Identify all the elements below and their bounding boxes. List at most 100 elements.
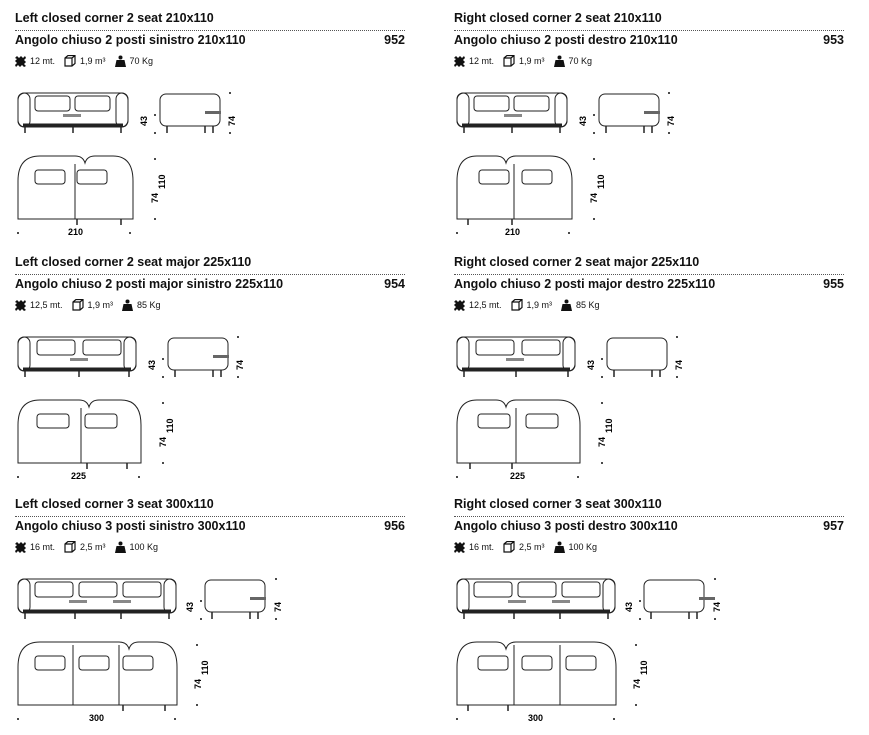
product-block: Right closed corner 2 seat 210x110 Angol… [454, 11, 844, 246]
seat-height-label: 43 [139, 116, 149, 126]
spec-row: 16 mt. 2,5 m³ 100 Kg [15, 541, 167, 553]
product-title-it: Angolo chiuso 2 posti major sinistro 225… [15, 277, 284, 291]
weight-value: 100 Kg [129, 542, 159, 552]
volume-value: 2,5 m³ [80, 542, 106, 552]
arm-height-label: 74 [666, 116, 676, 126]
product-title-it: Angolo chiuso 3 posti destro 300x110 [454, 519, 678, 533]
top-view [17, 399, 142, 469]
seat-height-label: 43 [586, 360, 596, 370]
seat-height-label: 43 [624, 602, 634, 612]
weight-value: 85 Kg [137, 300, 161, 310]
product-title-en: Right closed corner 2 seat major 225x110 [454, 255, 700, 269]
side-view [159, 93, 221, 133]
divider [454, 274, 844, 275]
depth-arm-label: 74 [632, 679, 642, 689]
fabric-swatch-icon [454, 299, 465, 311]
fabric-amount: 12,5 mt. [30, 300, 63, 310]
width-label: 300 [89, 713, 104, 723]
top-view [17, 641, 178, 711]
product-title-it: Angolo chiuso 3 posti sinistro 300x110 [15, 519, 246, 533]
fabric-swatch-icon [454, 55, 465, 67]
depth-arm-label: 74 [193, 679, 203, 689]
depth-label: 110 [157, 174, 167, 189]
width-label: 210 [68, 227, 83, 237]
product-title-en: Left closed corner 2 seat major 225x110 [15, 255, 252, 269]
sofa-technical-drawing: 43 74 225 74 110 [456, 336, 684, 481]
depth-label: 110 [200, 660, 210, 675]
product-title-it: Angolo chiuso 2 posti major destro 225x1… [454, 277, 716, 291]
weight-value: 100 Kg [568, 542, 598, 552]
top-view [456, 399, 581, 469]
spec-row: 12,5 mt. 1,9 m³ 85 Kg [15, 299, 170, 311]
weight-icon [553, 541, 565, 553]
product-title-it: Angolo chiuso 2 posti sinistro 210x110 [15, 33, 246, 47]
weight-icon [122, 299, 134, 311]
sofa-technical-drawing: 43 74 210 74 110 [456, 92, 676, 237]
product-code: 956 [384, 519, 405, 533]
fabric-swatch-icon [15, 541, 26, 553]
volume-value: 1,9 m³ [87, 300, 114, 310]
product-title-it: Angolo chiuso 2 posti destro 210x110 [454, 33, 678, 47]
product-block: Left closed corner 3 seat 300x110 Angolo… [15, 497, 405, 732]
front-view [17, 578, 177, 619]
box-volume-icon [64, 541, 76, 553]
depth-arm-label: 74 [158, 437, 168, 447]
fabric-swatch-icon [15, 299, 26, 311]
fabric-amount: 12 mt. [469, 56, 495, 66]
depth-arm-label: 74 [150, 193, 160, 203]
depth-label: 110 [604, 418, 614, 433]
spec-row: 12,5 mt. 1,9 m³ 85 Kg [454, 299, 609, 311]
product-block: Left closed corner 2 seat 210x110 Angolo… [15, 11, 405, 246]
weight-icon [114, 55, 126, 67]
width-label: 210 [505, 227, 520, 237]
fabric-amount: 16 mt. [30, 542, 56, 552]
front-view [17, 92, 129, 133]
side-view [167, 337, 229, 377]
arm-height-label: 74 [273, 602, 283, 612]
arm-height-label: 74 [712, 602, 722, 612]
weight-icon [553, 55, 565, 67]
arm-height-label: 74 [674, 360, 684, 370]
fabric-swatch-icon [454, 541, 465, 553]
weight-icon [561, 299, 573, 311]
spec-row: 12 mt. 1,9 m³ 70 Kg [15, 55, 162, 67]
volume-value: 1,9 m³ [519, 56, 545, 66]
depth-label: 110 [639, 660, 649, 675]
weight-value: 70 Kg [568, 56, 593, 66]
depth-label: 110 [596, 174, 606, 189]
top-view [456, 155, 573, 225]
box-volume-icon [503, 541, 515, 553]
weight-value: 70 Kg [129, 56, 154, 66]
seat-height-label: 43 [185, 602, 195, 612]
product-title-en: Right closed corner 2 seat 210x110 [454, 11, 662, 25]
front-view [456, 336, 576, 377]
product-code: 953 [823, 33, 844, 47]
seat-height-label: 43 [147, 360, 157, 370]
depth-arm-label: 74 [589, 193, 599, 203]
front-view [456, 578, 616, 619]
side-view [204, 579, 266, 619]
fabric-swatch-icon [15, 55, 26, 67]
width-label: 300 [528, 713, 543, 723]
divider [15, 30, 405, 31]
fabric-amount: 16 mt. [469, 542, 495, 552]
box-volume-icon [71, 299, 84, 311]
divider [454, 516, 844, 517]
fabric-amount: 12 mt. [30, 56, 56, 66]
volume-value: 2,5 m³ [519, 542, 545, 552]
product-code: 955 [823, 277, 844, 291]
side-view [643, 579, 715, 619]
product-code: 952 [384, 33, 405, 47]
product-code: 954 [384, 277, 405, 291]
divider [15, 274, 405, 275]
product-block: Right closed corner 3 seat 300x110 Angol… [454, 497, 844, 732]
weight-icon [114, 541, 126, 553]
volume-value: 1,9 m³ [526, 300, 553, 310]
weight-value: 85 Kg [576, 300, 600, 310]
divider [15, 516, 405, 517]
product-title-en: Left closed corner 3 seat 300x110 [15, 497, 214, 511]
product-block: Left closed corner 2 seat major 225x110 … [15, 255, 405, 490]
arm-height-label: 74 [235, 360, 245, 370]
product-code: 957 [823, 519, 844, 533]
product-title-en: Right closed corner 3 seat 300x110 [454, 497, 662, 511]
